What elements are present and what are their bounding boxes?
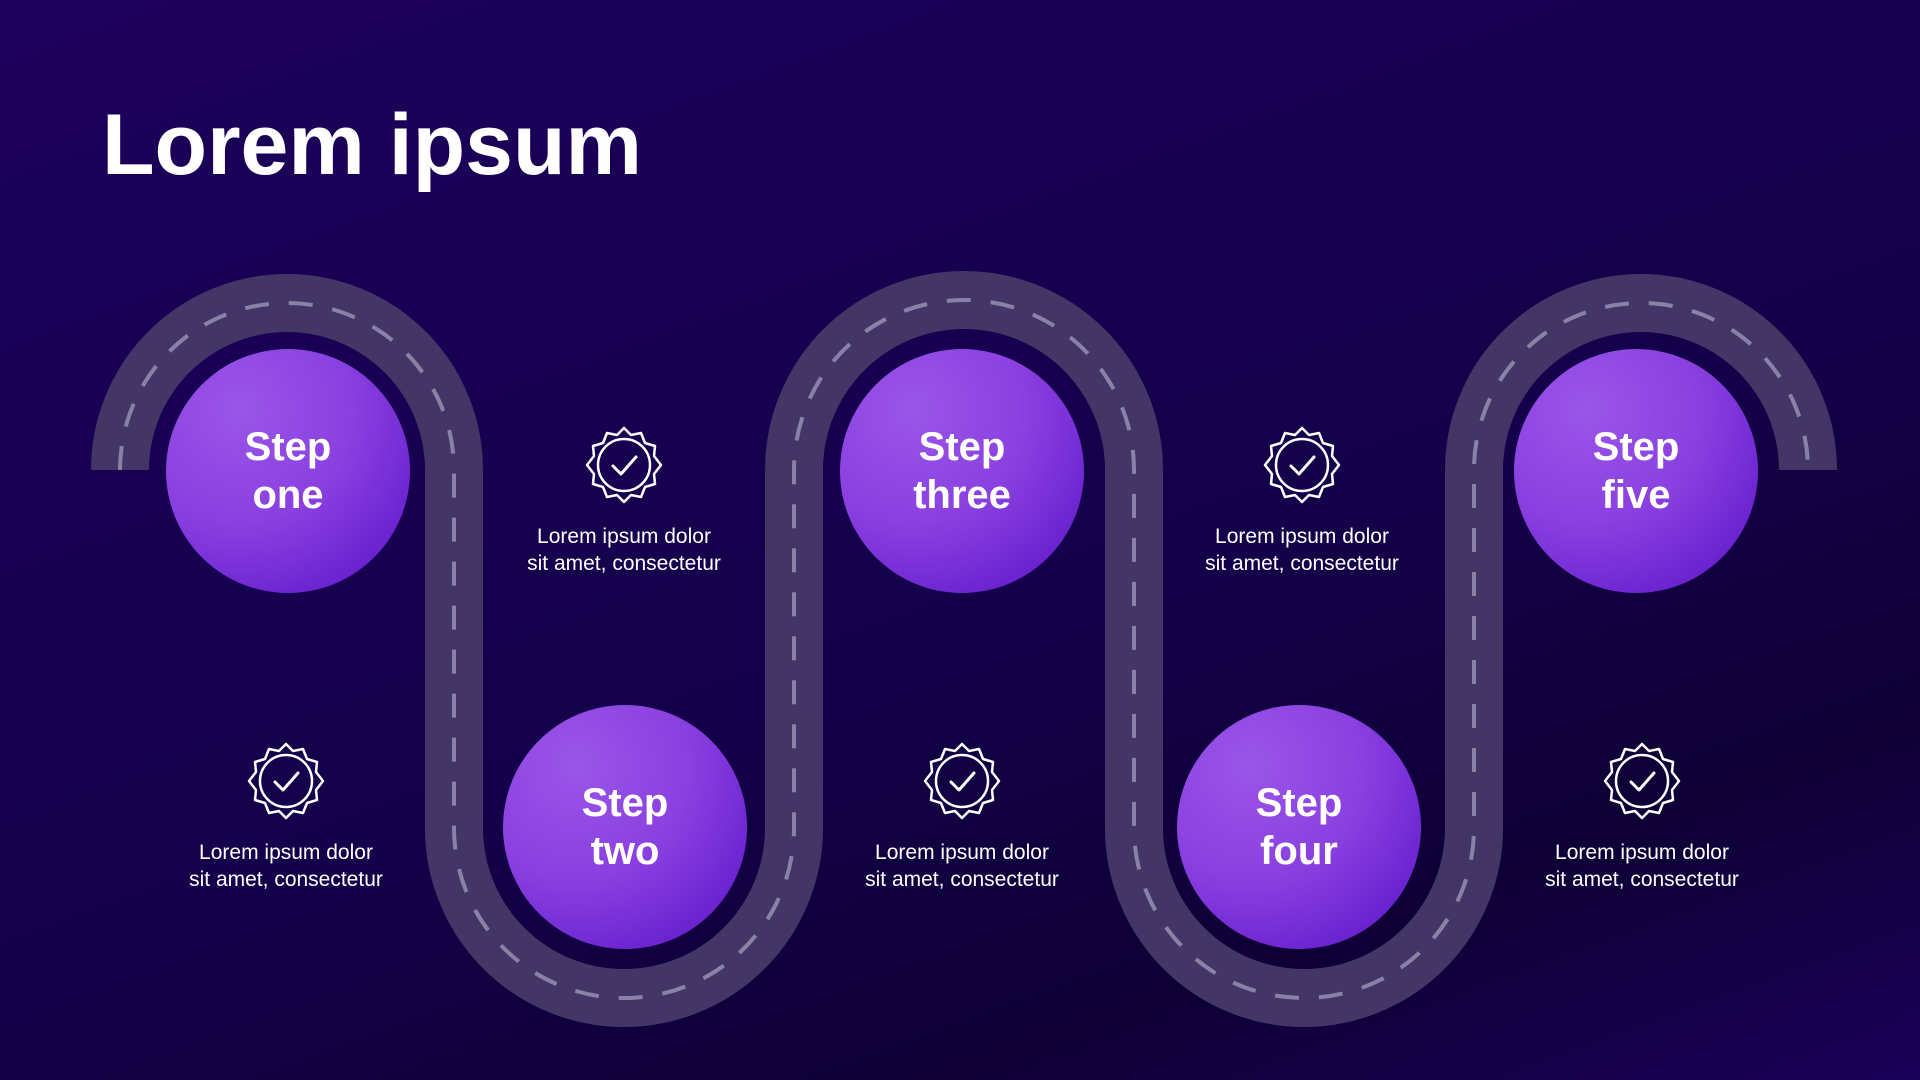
step-four-circle: Step four — [1177, 705, 1421, 949]
step-five-description: Lorem ipsum dolor sit amet, consectetur — [1512, 839, 1772, 893]
step-four-label: Step four — [1255, 781, 1343, 873]
road-center-dashes — [118, 298, 1810, 1000]
step-five-info: Lorem ipsum dolor sit amet, consectetur — [1512, 741, 1772, 893]
description-line-1: Lorem ipsum dolor — [875, 841, 1049, 864]
step-one-label: Step one — [244, 425, 332, 517]
step-three-info: Lorem ipsum dolor sit amet, consectetur — [832, 741, 1092, 893]
step-five-label: Step five — [1592, 425, 1680, 517]
step-two-circle: Step two — [503, 705, 747, 949]
step-three-circle: Step three — [840, 349, 1084, 593]
step-two-description: Lorem ipsum dolor sit amet, consectetur — [494, 523, 754, 577]
step-one-circle: Step one — [166, 349, 410, 593]
verified-check-badge-icon — [1263, 426, 1341, 504]
description-line-1: Lorem ipsum dolor — [1215, 525, 1389, 548]
description-line-2: sit amet, consectetur — [189, 868, 383, 891]
description-line-2: sit amet, consectetur — [1545, 868, 1739, 891]
step-four-info: Lorem ipsum dolor sit amet, consectetur — [1172, 425, 1432, 577]
step-two-label: Step two — [581, 781, 669, 873]
description-line-2: sit amet, consectetur — [527, 552, 721, 575]
step-four-description: Lorem ipsum dolor sit amet, consectetur — [1172, 523, 1432, 577]
description-line-1: Lorem ipsum dolor — [1555, 841, 1729, 864]
verified-check-badge-icon — [247, 742, 325, 820]
step-one-description: Lorem ipsum dolor sit amet, consectetur — [156, 839, 416, 893]
step-one-info: Lorem ipsum dolor sit amet, consectetur — [156, 741, 416, 893]
verified-check-badge-icon — [923, 742, 1001, 820]
description-line-1: Lorem ipsum dolor — [199, 841, 373, 864]
description-line-1: Lorem ipsum dolor — [537, 525, 711, 548]
step-two-info: Lorem ipsum dolor sit amet, consectetur — [494, 425, 754, 577]
verified-check-badge-icon — [585, 426, 663, 504]
step-five-circle: Step five — [1514, 349, 1758, 593]
step-three-label: Step three — [913, 425, 1011, 517]
description-line-2: sit amet, consectetur — [1205, 552, 1399, 575]
step-three-description: Lorem ipsum dolor sit amet, consectetur — [832, 839, 1092, 893]
slide-title: Lorem ipsum — [102, 97, 642, 193]
description-line-2: sit amet, consectetur — [865, 868, 1059, 891]
verified-check-badge-icon — [1603, 742, 1681, 820]
